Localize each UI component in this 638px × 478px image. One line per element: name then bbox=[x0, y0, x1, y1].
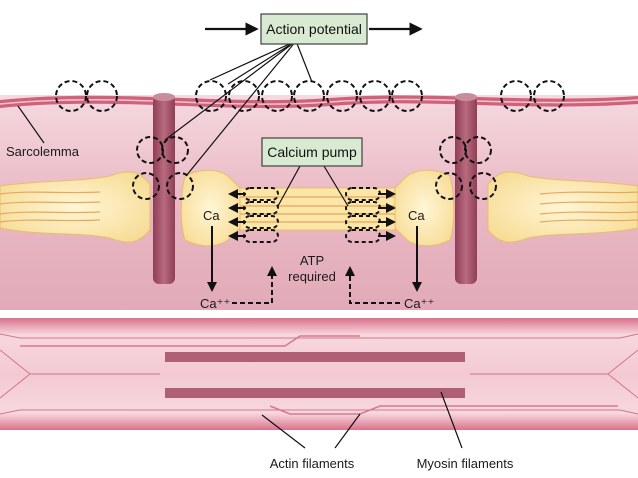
calcium-pump-label: Calcium pump bbox=[261, 137, 363, 167]
ca-label-right: Ca bbox=[408, 208, 425, 223]
svg-text:Action potential: Action potential bbox=[266, 21, 362, 37]
actin-filament bbox=[20, 335, 360, 347]
label-pointers bbox=[17, 105, 463, 449]
calcium-pump-pointers bbox=[277, 165, 349, 207]
membrane-current-circles bbox=[55, 80, 565, 200]
t-tubule-left bbox=[153, 93, 175, 284]
ca-label-left: Ca bbox=[203, 208, 220, 223]
myosin-filament-top bbox=[165, 352, 465, 362]
atp-required-label: required bbox=[288, 269, 336, 284]
svg-text:Calcium pump: Calcium pump bbox=[267, 144, 357, 160]
action-potential-pointers bbox=[164, 40, 313, 177]
calcium-flow-arrows bbox=[207, 189, 422, 304]
atp-label: ATP bbox=[300, 253, 324, 268]
myosin-filaments-label: Myosin filaments bbox=[417, 456, 514, 471]
t-tubule-right bbox=[455, 93, 477, 284]
sarcoplasmic-reticulum bbox=[0, 169, 638, 247]
actin-filaments-label: Actin filaments bbox=[270, 456, 355, 471]
ca-ion-label-right: Ca⁺⁺ bbox=[404, 296, 434, 311]
ca-ion-label-left: Ca⁺⁺ bbox=[200, 296, 230, 311]
myofibril bbox=[0, 318, 638, 430]
action-potential-label: Action potential bbox=[260, 13, 368, 45]
myosin-filament-bottom bbox=[165, 388, 465, 398]
sarcolemma-label: Sarcolemma bbox=[6, 144, 80, 159]
